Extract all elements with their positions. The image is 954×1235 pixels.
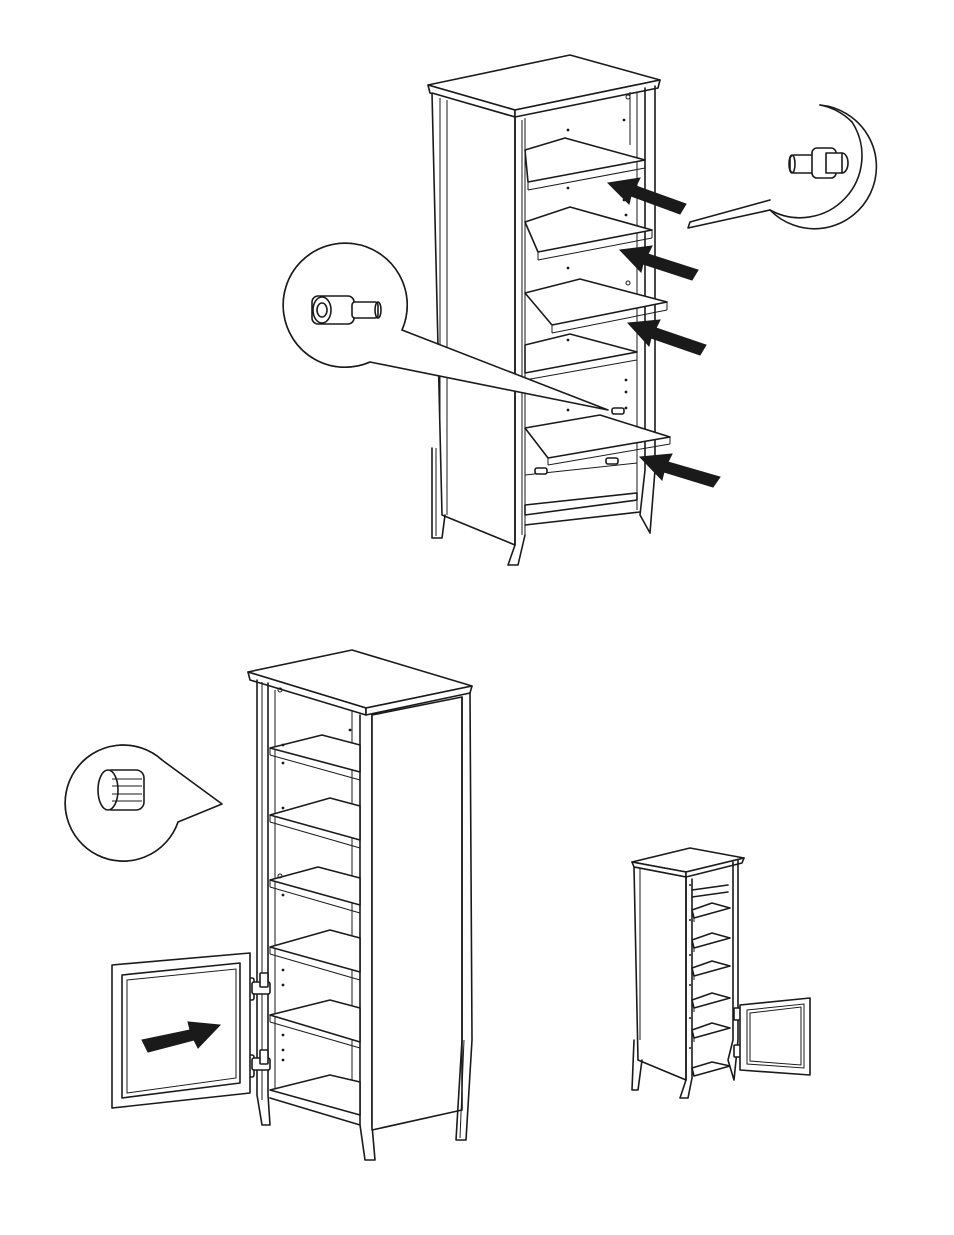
cabinet-left-side	[632, 867, 686, 1090]
finished-cabinet-panel	[632, 848, 810, 1098]
shelf-2	[692, 903, 730, 922]
shelf-5	[692, 993, 730, 1012]
shelf-3	[692, 933, 730, 952]
cabinet-right-side	[360, 693, 472, 1160]
shelf-pin-callout-right	[688, 105, 876, 229]
door-install-panel	[65, 650, 472, 1160]
door-bumper-callout	[65, 745, 222, 861]
door-bumper-icon	[98, 770, 144, 810]
cabinet-bottom	[692, 1062, 730, 1076]
shelf-2	[270, 798, 360, 848]
shelf-4	[525, 334, 637, 380]
shelf-pin-holes	[689, 884, 691, 1049]
cabinet-left-side	[432, 93, 515, 545]
shelf-1	[270, 735, 360, 780]
cabinet-door	[112, 953, 250, 1108]
shelf-install-panel	[283, 55, 876, 565]
shelf-4	[692, 961, 730, 980]
shelf-4	[270, 930, 360, 980]
cabinet-bottom	[270, 1075, 360, 1125]
shelf-3	[270, 867, 360, 913]
shelf-5	[270, 1000, 360, 1048]
shelf-6	[692, 1023, 730, 1042]
shelf-1	[692, 885, 728, 897]
cabinet-door	[740, 998, 810, 1075]
